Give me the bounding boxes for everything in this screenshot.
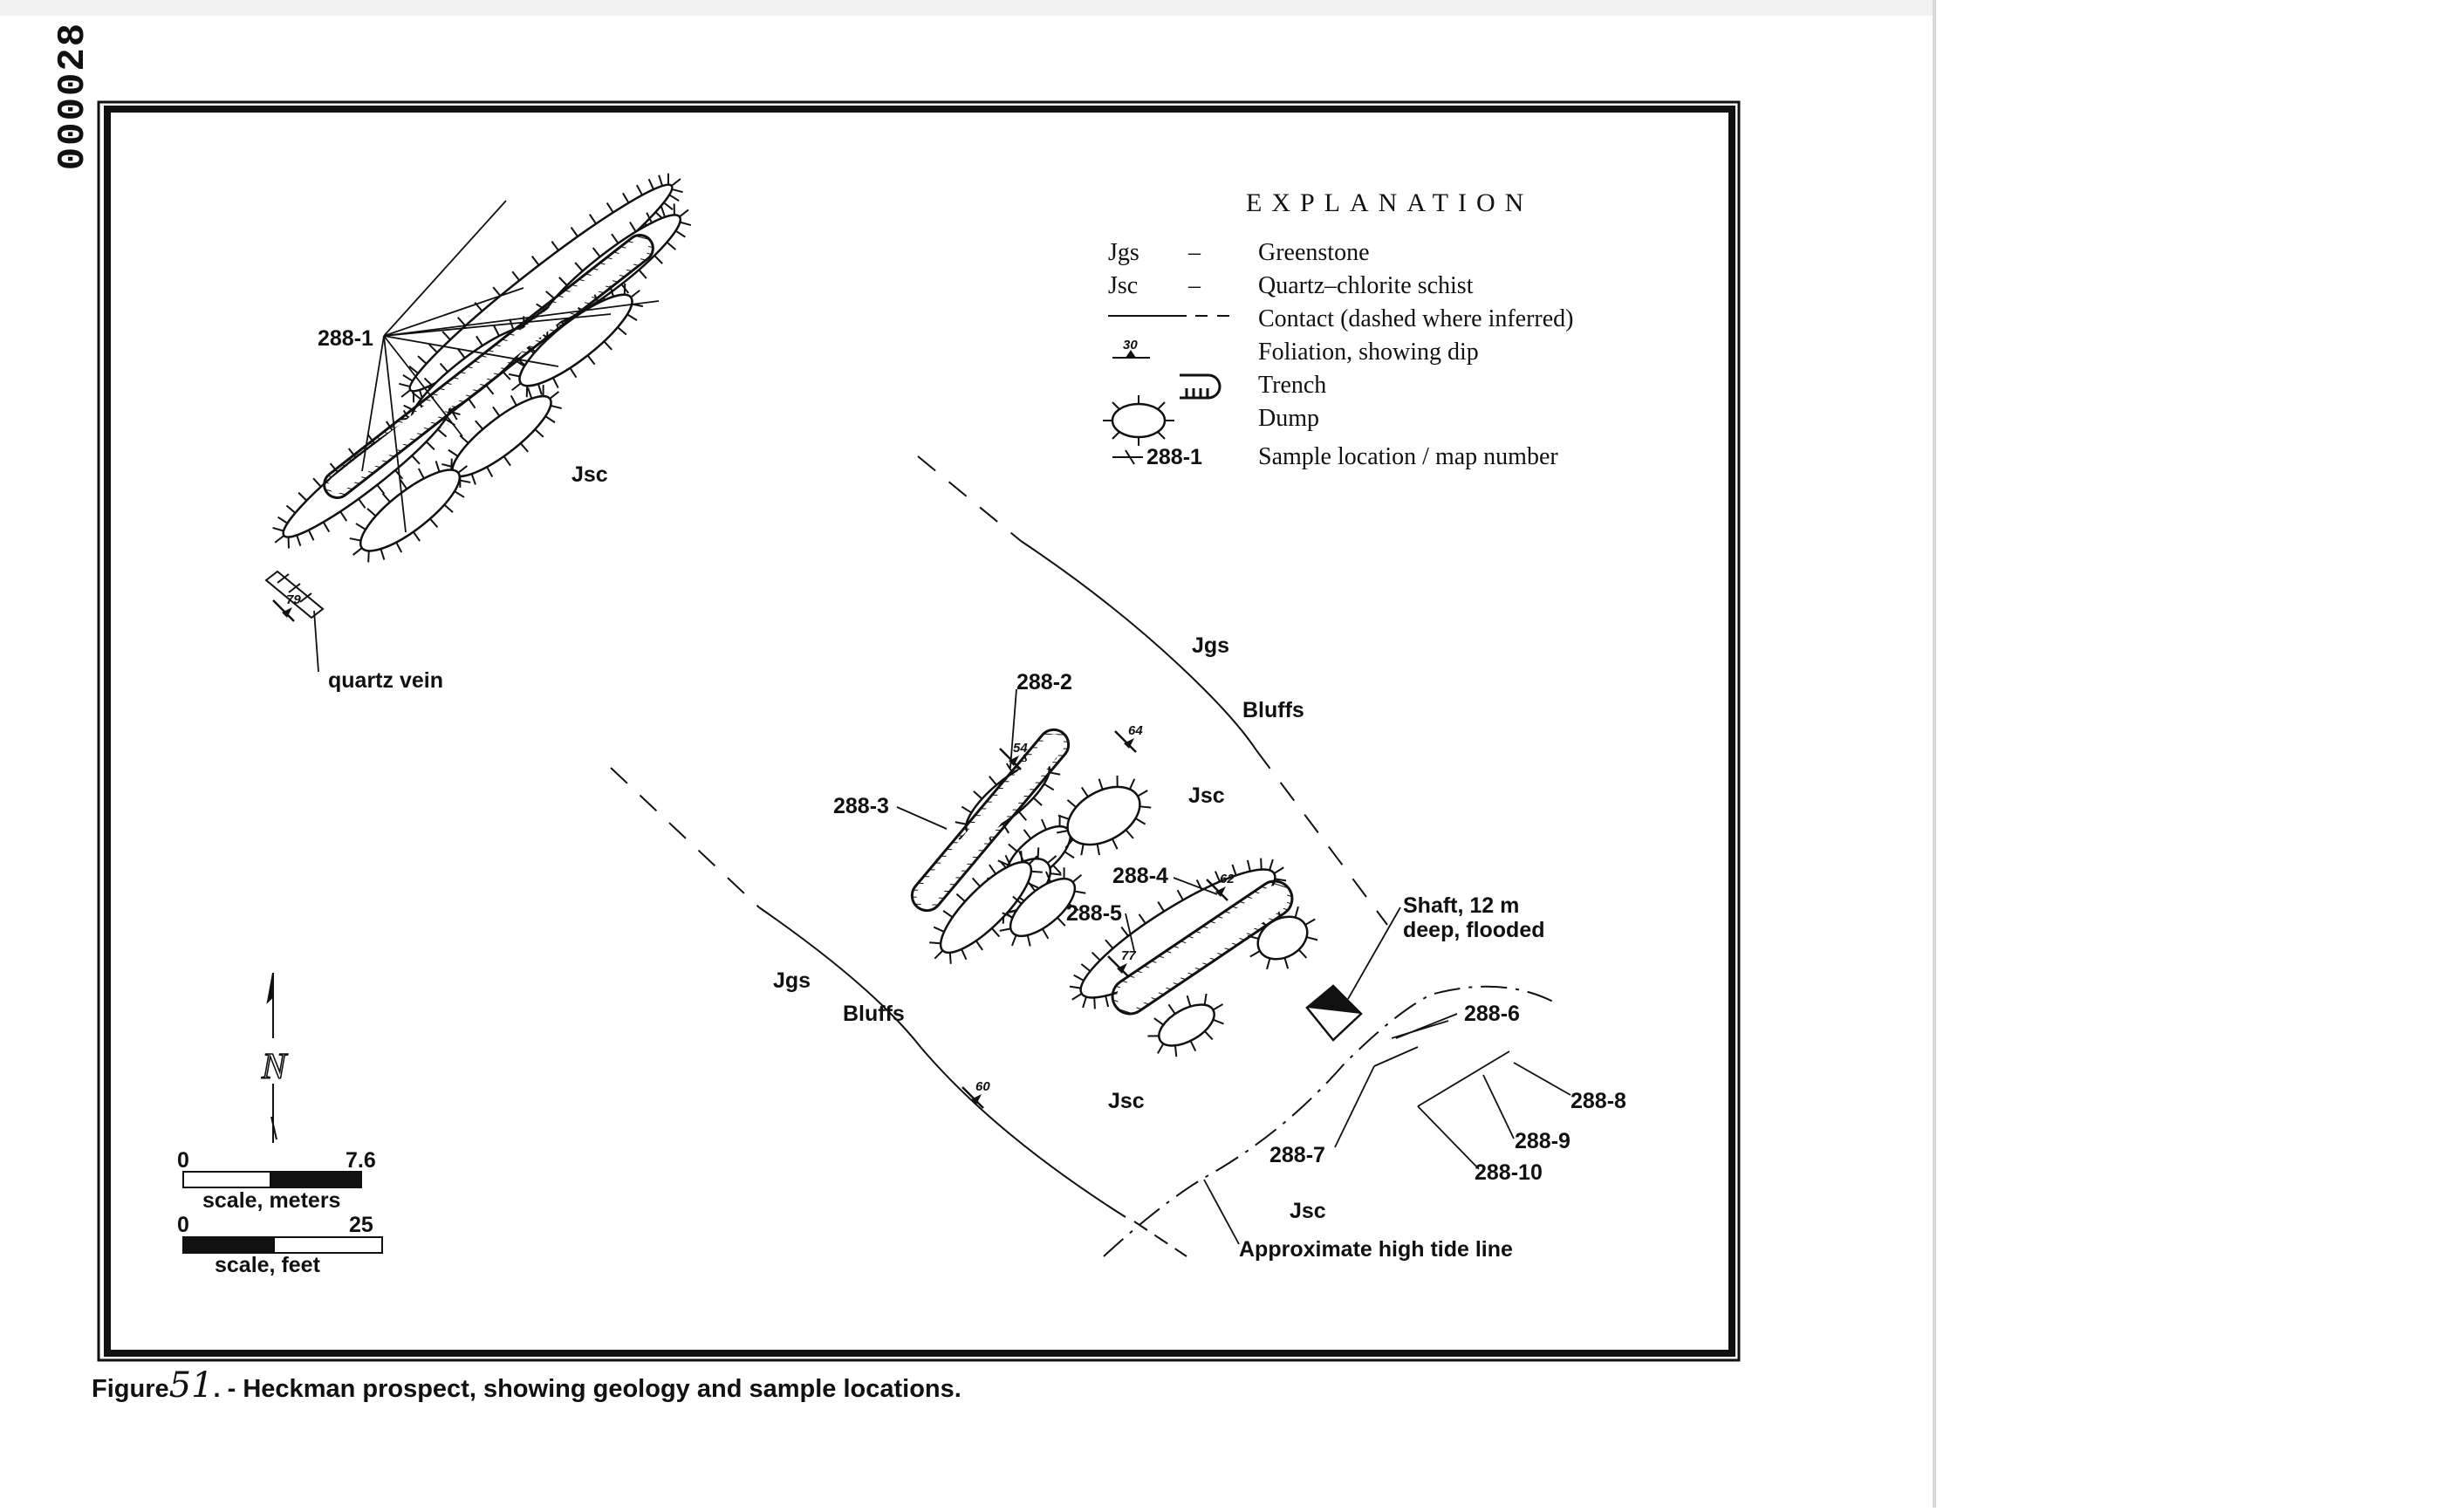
label-288-5: 288-5 xyxy=(1066,901,1122,926)
dip-value-60: 60 xyxy=(975,1079,990,1094)
label-288-8: 288-8 xyxy=(1570,1089,1626,1113)
label-jsc-northwest: Jsc xyxy=(571,462,608,487)
right-margin-strip xyxy=(1933,0,1936,1508)
label-288-4: 288-4 xyxy=(1112,864,1168,888)
label-288-10: 288-10 xyxy=(1475,1160,1543,1185)
label-288-2: 288-2 xyxy=(1016,670,1072,694)
scale-bar-meters: 0 7.6 scale, meters xyxy=(177,1148,376,1213)
legend-dash-jgs: – xyxy=(1187,239,1201,266)
figure-caption: Figure51. - Heckman prospect, showing ge… xyxy=(92,1365,961,1406)
scale-meters-zero: 0 xyxy=(177,1148,189,1173)
contact-lower xyxy=(759,907,1126,1217)
top-margin-strip xyxy=(0,0,1933,16)
legend-sample-symbol xyxy=(1112,450,1143,464)
label-bluffs-upper: Bluffs xyxy=(1242,698,1304,722)
dip-value-62: 62 xyxy=(1220,872,1235,886)
north-arrow: N xyxy=(261,973,288,1143)
label-288-7: 288-7 xyxy=(1269,1143,1325,1167)
label-jsc-southeast: Jsc xyxy=(1290,1199,1326,1223)
scale-meters-label: scale, meters xyxy=(202,1188,340,1213)
contacts xyxy=(611,456,1387,1217)
north-letter: N xyxy=(261,1047,288,1087)
legend-trench-symbol xyxy=(1180,375,1220,398)
label-288-1: 288-1 xyxy=(318,326,373,351)
caption-text: . - Heckman prospect, showing geology an… xyxy=(214,1375,961,1403)
document-id: 000028 xyxy=(51,22,95,170)
contact-inferred-lower xyxy=(611,768,759,907)
dump-c-3 xyxy=(1057,775,1151,856)
dip-value-77: 77 xyxy=(1121,948,1136,963)
label-shaft-line1: Shaft, 12 m xyxy=(1403,893,1519,918)
svg-text:30: 30 xyxy=(1123,338,1138,352)
dip-symbol-64: 64 xyxy=(1115,723,1143,752)
caption-prefix: Figure xyxy=(92,1375,169,1403)
legend-text-greenstone: Greenstone xyxy=(1258,239,1370,266)
legend-text-trench: Trench xyxy=(1258,372,1326,399)
label-288-3: 288-3 xyxy=(833,794,889,818)
label-high-tide: Approximate high tide line xyxy=(1239,1237,1513,1262)
caption-number: 51 xyxy=(169,1365,214,1406)
label-jsc-south: Jsc xyxy=(1108,1089,1145,1113)
legend-dump-symbol xyxy=(1103,395,1174,446)
label-jgs-lower: Jgs xyxy=(773,968,811,993)
legend-text-dump: Dump xyxy=(1258,405,1319,432)
legend-text-foliation: Foliation, showing dip xyxy=(1258,339,1479,366)
legend-text-contact: Contact (dashed where inferred) xyxy=(1258,305,1574,332)
legend-symbol-sample: 288-1 xyxy=(1146,445,1202,469)
label-bluffs-lower: Bluffs xyxy=(843,1002,905,1026)
dip-value-54: 54 xyxy=(1013,741,1028,756)
dip-value-64: 64 xyxy=(1128,723,1143,738)
legend-title: EXPLANATION xyxy=(1246,188,1533,217)
label-jsc-center: Jsc xyxy=(1188,783,1225,808)
label-shaft-line2: deep, flooded xyxy=(1403,918,1545,942)
scale-meters-max: 7.6 xyxy=(346,1148,376,1173)
shaft-symbol xyxy=(1307,986,1361,1040)
legend-dash-jsc: – xyxy=(1187,272,1201,299)
map-features xyxy=(273,171,1317,1057)
dump-se-3 xyxy=(1147,994,1223,1057)
scale-feet-max: 25 xyxy=(349,1213,373,1237)
label-288-9: 288-9 xyxy=(1515,1129,1570,1153)
dip-symbol-60: 60 xyxy=(962,1079,990,1108)
legend-text-schist: Quartz–chlorite schist xyxy=(1258,272,1474,299)
dip-value-79: 79 xyxy=(286,592,301,607)
scale-feet-zero: 0 xyxy=(177,1213,189,1237)
legend-text-sample: Sample location / map number xyxy=(1258,443,1558,470)
contact-inferred-upper xyxy=(918,456,1021,541)
label-jgs-upper: Jgs xyxy=(1192,633,1229,658)
legend-foliation-symbol: 30 xyxy=(1112,338,1150,358)
legend-symbol-jgs: Jgs xyxy=(1108,239,1139,266)
legend-symbol-jsc: Jsc xyxy=(1108,272,1138,299)
scale-feet-label: scale, feet xyxy=(215,1253,321,1277)
label-quartz-vein: quartz vein xyxy=(328,668,443,693)
explanation-legend: EXPLANATION Jgs – Greenstone Jsc – Quart… xyxy=(1103,188,1574,470)
scale-bar-feet: 0 25 scale, feet xyxy=(177,1213,382,1277)
label-288-6: 288-6 xyxy=(1464,1002,1520,1026)
